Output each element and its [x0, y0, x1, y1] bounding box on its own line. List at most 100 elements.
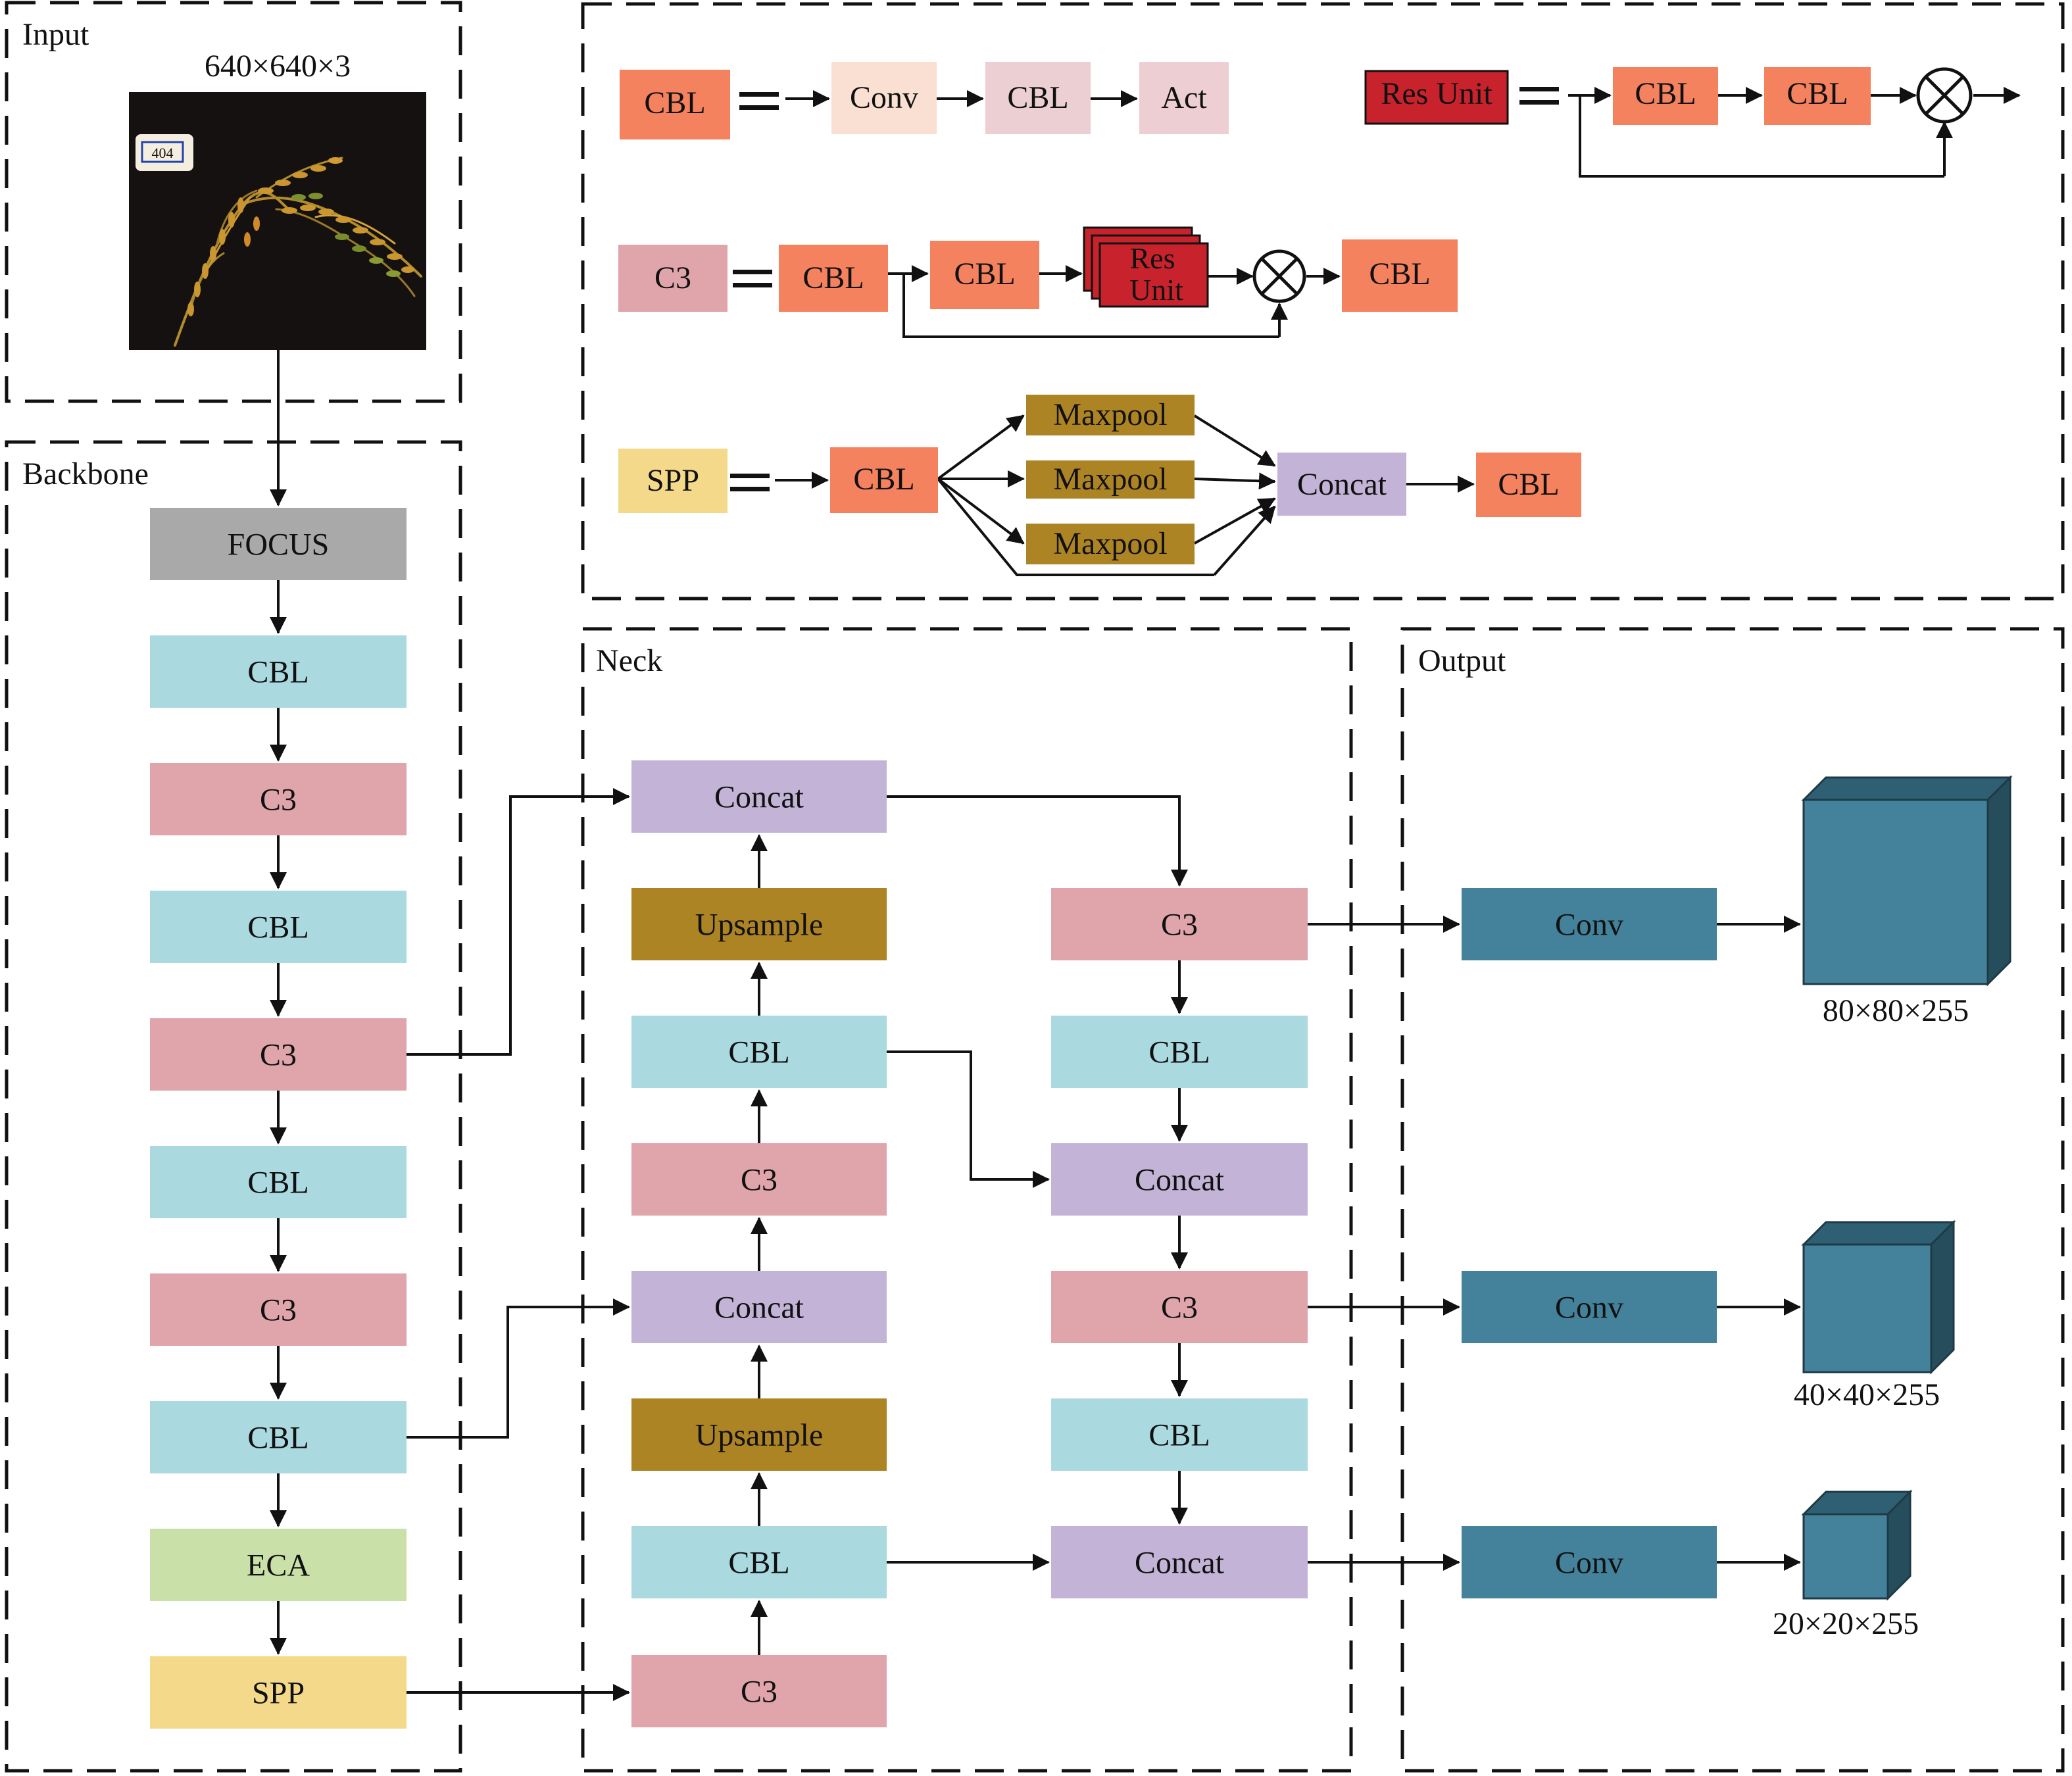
legend-res-cbl-1-block — [1613, 67, 1718, 125]
legend-spp-label: SPP — [647, 463, 699, 498]
backbone-block-10-spp — [150, 1656, 407, 1729]
legend-c3-cbl-2-label: CBL — [954, 257, 1015, 291]
neck-left-block-5-concat-label: Concat — [714, 1290, 804, 1325]
legend-maxpool-2-label: Maxpool — [1053, 462, 1167, 497]
neck-left-block-3-cbl-label: CBL — [728, 1035, 789, 1070]
output-conv-3-label: Conv — [1555, 1545, 1623, 1580]
neck-left-block-3-cbl-group: CBL — [631, 1016, 887, 1088]
neck-left-block-2-upsample-label: Upsample — [695, 907, 824, 942]
backbone-block-3-c3-group: C3 — [150, 763, 407, 835]
legend-c3-block — [618, 245, 728, 312]
neck-right-block-4-c3 — [1051, 1271, 1308, 1343]
neck-left-block-3-cbl — [631, 1016, 887, 1088]
backbone-block-8-cbl — [150, 1401, 407, 1473]
legend-conv-label: Conv — [850, 80, 918, 115]
arrow-spp-maxpool-1-to-concat — [1193, 414, 1276, 467]
legend-cbl-sub-label: CBL — [1007, 80, 1068, 115]
sample-tag-text: 404 — [152, 145, 174, 161]
backbone-block-1-focus-label: FOCUS — [228, 527, 330, 562]
backbone-block-4-cbl-group: CBL — [150, 891, 407, 963]
output-conv-3 — [1462, 1526, 1717, 1598]
connector-lines — [270, 87, 2021, 1701]
output-size-label-2: 40×40×255 — [1794, 1377, 1940, 1412]
output-size-label-1: 80×80×255 — [1823, 993, 1969, 1028]
arrow-neck-concat-to-right-c3 — [887, 795, 1188, 887]
output-cube-40 — [1801, 1220, 1956, 1375]
legend-maxpool-1-block — [1026, 395, 1195, 435]
backbone-block-10-spp-group: SPP — [150, 1656, 407, 1729]
legend-act-label: Act — [1161, 80, 1207, 115]
legend-act-block — [1139, 62, 1229, 134]
legend-cbl-sub-block — [985, 62, 1091, 134]
legend-conv-block — [831, 62, 937, 134]
legend-spp-out-cbl-label: CBL — [1498, 467, 1559, 502]
equals-sign-c3 — [733, 270, 772, 274]
legend-c3-cbl-1-label: CBL — [802, 260, 864, 295]
legend-frame — [581, 2, 2065, 601]
legend-c3-definition: C3 CBL CBL Res Unit CBL — [618, 226, 1458, 312]
legend-spp-cbl-block — [830, 447, 938, 513]
legend-c3-label: C3 — [654, 260, 691, 295]
backbone-block-3-c3-label: C3 — [260, 782, 297, 817]
legend-spp-definition: SPP CBL Maxpool Maxpool Maxpool Concat C… — [618, 395, 1581, 564]
legend-cbl-label: CBL — [644, 86, 705, 120]
backbone-block-2-cbl-label: CBL — [247, 654, 308, 689]
output-conv-1-group: Conv — [1462, 888, 1717, 960]
backbone-block-5-c3 — [150, 1018, 407, 1091]
output-cube-20 — [1801, 1489, 1913, 1601]
neck-left-block-2-upsample-group: Upsample — [631, 888, 887, 960]
equals-sign-res — [1519, 87, 1559, 91]
neck-left-block-4-c3-label: C3 — [741, 1162, 777, 1197]
legend-cbl-definition: CBL Conv CBL Act — [620, 62, 1229, 139]
input-size-label: 640×640×3 — [205, 49, 351, 84]
arrow-neck-cbl-to-right-concat — [887, 1050, 1050, 1188]
neck-section-title: Neck — [596, 643, 662, 678]
legend-res-unit-definition: Res Unit CBL CBL — [1364, 67, 1871, 125]
neck-left-block-6-upsample — [631, 1398, 887, 1471]
backbone-block-6-cbl-label: CBL — [247, 1165, 308, 1200]
backbone-block-4-cbl-label: CBL — [247, 910, 308, 945]
input-image-rice-panicle: 404 — [129, 92, 426, 350]
legend-c3-res-label-1: Res — [1130, 241, 1175, 275]
legend-cbl-block — [620, 70, 730, 139]
neck-left-block-1-concat-label: Concat — [714, 779, 804, 814]
legend-spp-out-cbl-block — [1476, 453, 1581, 517]
legend-spp-cbl-label: CBL — [853, 462, 914, 497]
legend-maxpool-3-block — [1026, 524, 1195, 564]
neck-left-block-4-c3-group: C3 — [631, 1143, 887, 1216]
legend-res-cbl-2-block — [1764, 67, 1871, 125]
neck-right-block-1-c3-group: C3 — [1051, 888, 1308, 960]
neck-right-block-3-concat — [1051, 1143, 1308, 1216]
arrow-spp-maxpool-2-to-concat — [1194, 472, 1276, 490]
neck-right-block-6-concat-group: Concat — [1051, 1526, 1308, 1598]
backbone-block-6-cbl-group: CBL — [150, 1146, 407, 1218]
line-res-skip — [1568, 94, 1944, 178]
backbone-block-7-c3 — [150, 1273, 407, 1346]
line-c3-skip — [888, 272, 1279, 338]
neck-right-block-4-c3-label: C3 — [1161, 1290, 1198, 1325]
neck-left-block-8-c3-group: C3 — [631, 1655, 887, 1727]
neck-left-block-8-c3 — [631, 1655, 887, 1727]
multiply-icon-res-unit — [1916, 67, 1973, 124]
neck-right-block-2-cbl-label: CBL — [1148, 1035, 1210, 1070]
neck-right-block-5-cbl-label: CBL — [1148, 1418, 1210, 1452]
legend-res-cbl-1-label: CBL — [1635, 76, 1696, 111]
neck-right-block-1-c3-label: C3 — [1161, 907, 1198, 942]
input-frame — [5, 1, 462, 403]
line-spp-bypass — [937, 478, 1214, 576]
legend-res-unit-label: Res Unit — [1381, 76, 1492, 111]
neck-right-block-3-concat-group: Concat — [1051, 1143, 1308, 1216]
backbone-block-6-cbl — [150, 1146, 407, 1218]
neck-left-block-5-concat-group: Concat — [631, 1271, 887, 1343]
arrow-spp-cbl-to-maxpool-1 — [937, 414, 1025, 480]
backbone-block-8-cbl-group: CBL — [150, 1401, 407, 1473]
rice-grains — [187, 157, 414, 316]
arrow-spp-cbl-to-maxpool-3 — [937, 478, 1025, 545]
output-conv-1-label: Conv — [1555, 907, 1623, 942]
backbone-block-9-eca-group: ECA — [150, 1529, 407, 1601]
backbone-block-3-c3 — [150, 763, 407, 835]
legend-maxpool-1-label: Maxpool — [1053, 397, 1167, 432]
legend-c3-out-cbl-label: CBL — [1369, 257, 1430, 291]
backbone-block-5-c3-label: C3 — [260, 1037, 297, 1072]
